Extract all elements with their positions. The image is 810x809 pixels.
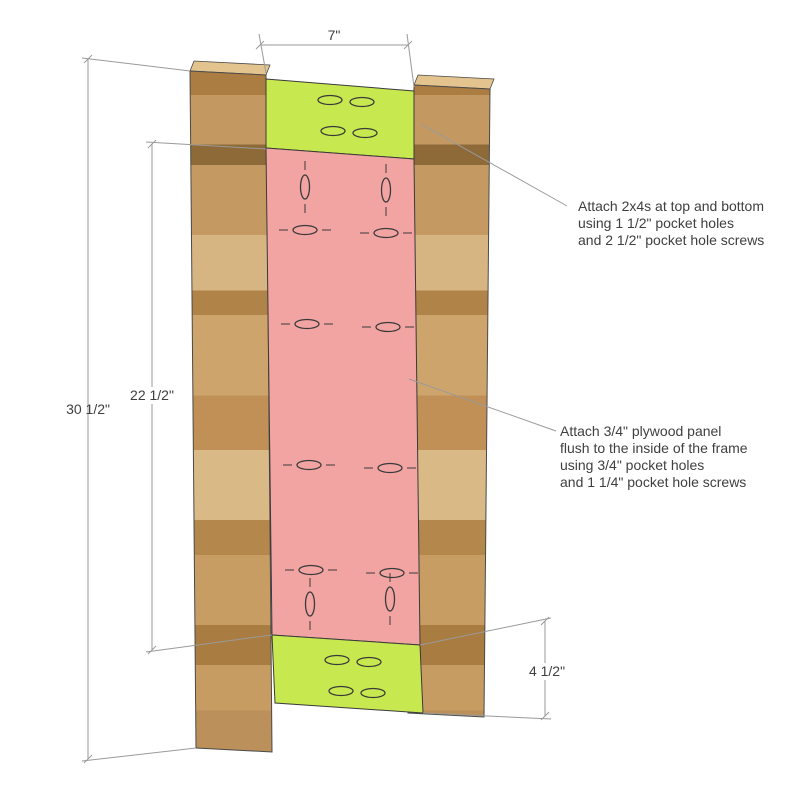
annotation-line: Attach 3/4" plywood panel — [560, 423, 721, 439]
dimension-label-panel-height: 22 1/2" — [130, 387, 174, 403]
dimension-tick — [255, 40, 265, 50]
annotation-line: using 3/4" pocket holes — [560, 457, 704, 473]
dimension-tick — [147, 645, 157, 655]
extension-line — [419, 617, 552, 646]
pocket-hole — [296, 459, 322, 471]
extension-line — [422, 712, 552, 720]
annotation-line: using 1 1/2" pocket holes — [578, 215, 734, 231]
right-board — [407, 84, 491, 718]
extension-line — [81, 57, 191, 72]
pocket-hole — [294, 318, 320, 330]
annotation-line: and 1 1/4" pocket hole screws — [560, 474, 746, 490]
dimension-label-top-width: 7" — [328, 27, 341, 43]
annotation-line: flush to the inside of the frame — [560, 440, 748, 456]
pocket-hole — [360, 687, 386, 699]
pocket-hole — [349, 96, 375, 108]
pocket-hole — [384, 586, 396, 612]
dimension-label-backing — [522, 663, 572, 680]
dimension-label-backing — [123, 387, 181, 404]
pocket-hole — [377, 462, 403, 474]
dimension-label-bottom-rail: 4 1/2" — [529, 663, 565, 679]
dimension-tick — [540, 711, 550, 721]
dimension-tick — [147, 139, 157, 149]
dimension-tick — [83, 54, 93, 64]
pocket-hole — [352, 127, 378, 139]
extension-line — [81, 747, 197, 762]
dimension-top-width — [255, 33, 415, 88]
pocket-hole — [298, 564, 324, 576]
pocket-hole-tick-marks — [279, 161, 418, 630]
pocket-hole — [328, 685, 354, 697]
panel-pocket-holes — [292, 174, 405, 617]
top-rail-2x4 — [265, 78, 415, 160]
dimension-tick — [403, 40, 413, 50]
annotation-plywood-panel: Attach 3/4" plywood panel flush to the i… — [560, 423, 748, 490]
pocket-hole — [292, 224, 318, 236]
dimension-label-overall-height: 30 1/2" — [66, 401, 110, 417]
extension-line — [406, 33, 415, 88]
extension-line — [145, 141, 267, 150]
rail-pocket-holes — [317, 94, 386, 699]
pocket-hole — [324, 654, 350, 666]
pocket-hole — [320, 125, 346, 137]
leader-line-panel-note — [408, 378, 557, 432]
leader-line-top-rail-note — [420, 123, 568, 207]
pocket-hole — [299, 174, 311, 200]
extension-line — [145, 634, 273, 653]
annotation-line: and 2 1/2" pocket hole screws — [578, 232, 764, 248]
pocket-hole — [304, 591, 316, 617]
left-board — [189, 70, 273, 753]
extension-line — [258, 33, 267, 74]
pocket-hole — [380, 177, 392, 203]
bottom-rail-2x4 — [271, 634, 424, 714]
annotation-line: Attach 2x4s at top and bottom — [578, 198, 764, 214]
pocket-hole — [379, 567, 405, 579]
dimension-bottom-rail-height — [419, 616, 552, 721]
pocket-hole — [375, 321, 401, 333]
dimension-tick — [540, 616, 550, 626]
pocket-hole — [356, 656, 382, 668]
pocket-hole — [373, 227, 399, 239]
dimension-overall-height — [81, 54, 197, 764]
dimension-tick — [83, 754, 93, 764]
annotation-top-rail: Attach 2x4s at top and bottom using 1 1/… — [578, 198, 764, 248]
pocket-hole — [317, 94, 343, 106]
